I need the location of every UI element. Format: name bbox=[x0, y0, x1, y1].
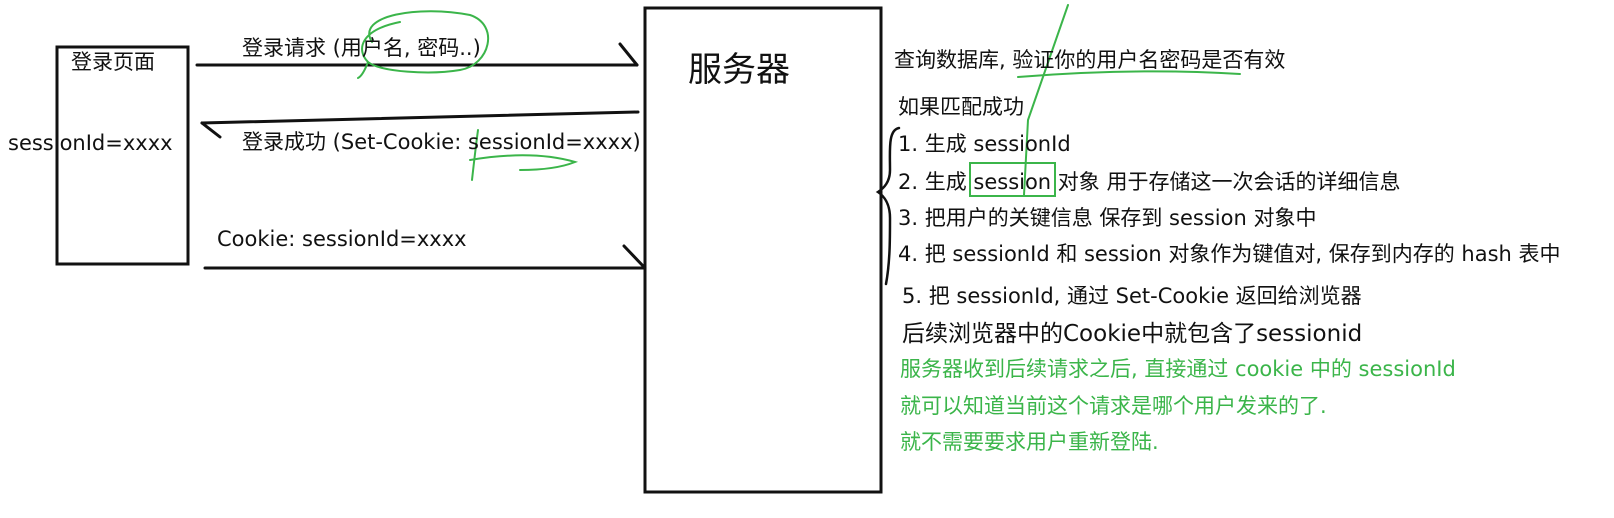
followup-note: 后续浏览器中的Cookie中就包含了sessionid bbox=[902, 321, 1363, 347]
cookie-request-label: Cookie: sessionId=xxxx bbox=[217, 227, 467, 251]
validation-underline bbox=[1017, 70, 1241, 78]
client-title: 登录页面 bbox=[71, 50, 155, 74]
cookie-request-arrow bbox=[203, 244, 647, 270]
step-5: 5. 把 sessionId, 通过 Set-Cookie 返回给浏览器 bbox=[902, 284, 1362, 308]
server-box bbox=[643, 6, 883, 494]
login-request-label: 登录请求 (用户名, 密码..) bbox=[242, 36, 481, 60]
login-request-arrow bbox=[195, 42, 639, 67]
green-note-1: 服务器收到后续请求之后, 直接通过 cookie 中的 sessionId bbox=[900, 357, 1456, 381]
vertical-pointer-line bbox=[1023, 4, 1069, 196]
green-annotations bbox=[357, 4, 1241, 197]
login-success-arrow bbox=[200, 110, 640, 139]
green-note-2: 就可以知道当前这个请求是哪个用户发来的了. bbox=[900, 394, 1327, 418]
client-session-label: sessionId=xxxx bbox=[8, 131, 173, 155]
username-password-circle bbox=[361, 10, 489, 74]
green-note-3: 就不需要要求用户重新登陆. bbox=[900, 430, 1159, 454]
steps-brace bbox=[875, 126, 901, 286]
server-title: 服务器 bbox=[688, 50, 790, 90]
set-cookie-scribble-horizontal bbox=[469, 154, 579, 171]
if-match-note: 如果匹配成功 bbox=[898, 95, 1024, 119]
step-2: 2. 生成 session 对象 用于存储这一次会话的详细信息 bbox=[898, 170, 1401, 194]
client-box bbox=[55, 45, 190, 266]
circle-tail bbox=[357, 61, 369, 79]
step-1: 1. 生成 sessionId bbox=[898, 132, 1071, 156]
login-success-label: 登录成功 (Set-Cookie: sessionId=xxxx) bbox=[242, 130, 641, 154]
query-note: 查询数据库, 验证你的用户名密码是否有效 bbox=[894, 48, 1286, 72]
step-3: 3. 把用户的关键信息 保存到 session 对象中 bbox=[898, 206, 1317, 230]
step-4: 4. 把 sessionId 和 session 对象作为键值对, 保存到内存的… bbox=[898, 242, 1561, 266]
set-cookie-scribble-vertical bbox=[471, 129, 479, 181]
